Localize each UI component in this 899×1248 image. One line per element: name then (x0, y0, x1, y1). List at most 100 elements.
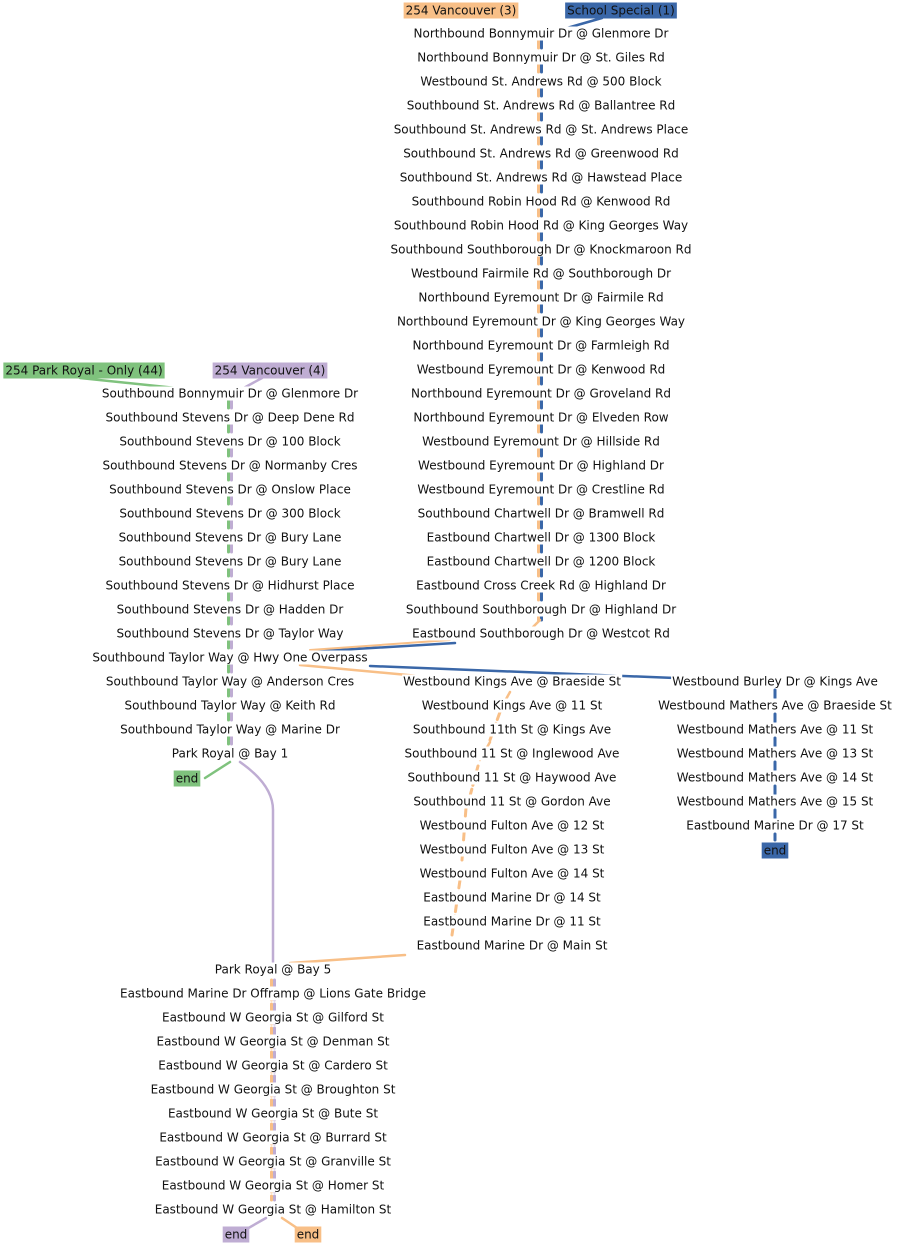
stop-label-bg (170, 746, 290, 761)
stop-label: Eastbound W Georgia St @ Broughton St (151, 1083, 396, 1097)
stop-label: Southbound Stevens Dr @ Onslow Place (109, 483, 351, 497)
stop-label: Southbound Stevens Dr @ Normanby Cres (102, 459, 357, 473)
stop-label-bg (118, 434, 342, 449)
stop-label-bg (422, 890, 603, 905)
stop-label-bg (410, 386, 672, 401)
stop-label: Eastbound W Georgia St @ Gilford St (162, 1011, 384, 1025)
stop-label: Eastbound Marine Dr @ 17 St (686, 819, 864, 833)
stop-label: Eastbound W Georgia St @ Granville St (155, 1155, 391, 1169)
stop-label: Southbound St. Andrews Rd @ Hawstead Pla… (400, 171, 683, 185)
stop-label-bg (154, 1154, 393, 1169)
stop-label-bg (402, 146, 680, 161)
end-tag-vancouver4 (222, 1226, 250, 1243)
stop-label-bg (100, 386, 360, 401)
stop-label-bg (404, 602, 678, 617)
stop-label-bg (412, 794, 612, 809)
stop-label: Park Royal @ Bay 1 (172, 747, 288, 761)
stop-label: Westbound Mathers Ave @ 11 St (677, 723, 874, 737)
stop-label: Southbound St. Andrews Rd @ St. Andrews … (394, 123, 689, 137)
stop-label-bg (410, 194, 672, 209)
stop-label: Eastbound Marine Dr Offramp @ Lions Gate… (120, 987, 426, 1001)
stop-label-bg (155, 1034, 391, 1049)
stop-label-bg (419, 74, 663, 89)
stop-label-bg (389, 242, 693, 257)
stop-label: Southbound Taylor Way @ Anderson Cres (106, 675, 354, 689)
stop-label-bg (117, 530, 343, 545)
end-tag-school-special-label: end (764, 844, 787, 858)
stop-label-bg (675, 794, 875, 809)
end-tag-school-special (761, 842, 789, 859)
stop-label: Southbound 11th St @ Kings Ave (413, 723, 611, 737)
stop-label-bg (416, 506, 666, 521)
stop-label: Park Royal @ Bay 5 (215, 963, 331, 977)
stop-label-bg (657, 698, 894, 713)
stop-label: Southbound 11 St @ Gordon Ave (413, 795, 610, 809)
stop-label-bg (160, 1178, 386, 1193)
stop-label: Westbound Kings Ave @ 11 St (422, 699, 603, 713)
stop-label-bg (425, 530, 657, 545)
stop-label: Eastbound W Georgia St @ Bute St (168, 1107, 378, 1121)
stop-label-bg (395, 314, 687, 329)
stop-label-bg (671, 674, 879, 689)
stop-label-bg (415, 578, 667, 593)
stop-label: Eastbound W Georgia St @ Hamilton St (155, 1203, 392, 1217)
stop-label: Westbound Burley Dr @ Kings Ave (672, 675, 878, 689)
stop-label: Southbound Taylor Way @ Hwy One Overpass (92, 651, 367, 665)
route-tag-vancouver4 (212, 362, 328, 379)
stop-label-bg (119, 722, 341, 737)
stop-label: Westbound Fairmile Rd @ Southborough Dr (411, 267, 671, 281)
stop-label: Southbound Southborough Dr @ Highland Dr (406, 603, 676, 617)
stop-label: Southbound Stevens Dr @ Bury Lane (119, 555, 342, 569)
stop-label: Westbound Mathers Ave @ Braeside St (658, 699, 892, 713)
stop-label-bg (118, 506, 342, 521)
stop-label-bg (402, 674, 623, 689)
stop-label-bg (417, 290, 665, 305)
stop-label: Southbound Stevens Dr @ 300 Block (119, 507, 340, 521)
stop-label-bg (166, 1106, 380, 1121)
stop-label-bg (411, 626, 671, 641)
stop-label: Westbound Mathers Ave @ 14 St (677, 771, 874, 785)
vancouver4-to-bay5 (238, 760, 275, 964)
stop-label-bg (411, 338, 671, 353)
stop-label-bg (392, 218, 690, 233)
school-to-burley (368, 664, 677, 680)
stop-label: Westbound Eyremount Dr @ Crestline Rd (417, 483, 664, 497)
stop-label: Southbound Robin Hood Rd @ King Georges … (394, 219, 688, 233)
stop-label: Northbound Bonnymuir Dr @ Glenmore Dr (414, 27, 669, 41)
route-tags: 254 Vancouver (3)School Special (1)254 P… (3, 2, 789, 1243)
stop-label: Westbound St. Andrews Rd @ 500 Block (420, 75, 661, 89)
stop-label-bg (157, 1058, 390, 1073)
stop-label: Westbound Fulton Ave @ 13 St (420, 843, 605, 857)
stop-label: Northbound Eyremount Dr @ King Georges W… (397, 315, 685, 329)
stop-label: Eastbound W Georgia St @ Burrard St (159, 1131, 387, 1145)
route-tag-vancouver3 (403, 2, 519, 19)
stop-label: Southbound St. Andrews Rd @ Ballantree R… (407, 99, 676, 113)
parkroyal-end-connector (203, 760, 232, 780)
route-tag-vancouver3-label: 254 Vancouver (3) (406, 4, 517, 18)
stop-label-bg (117, 554, 343, 569)
stop-label: Northbound Bonnymuir Dr @ St. Giles Rd (417, 51, 665, 65)
stop-label-bg (416, 50, 666, 65)
vancouver3-cross-to-taylor (309, 639, 451, 651)
stop-label-bg (420, 698, 604, 713)
stop-label-bg (417, 458, 666, 473)
stop-label-bg (675, 722, 875, 737)
stop-label-bg (153, 1202, 393, 1217)
stop-label-bg (425, 554, 657, 569)
stop-label-bg (123, 698, 337, 713)
stop-label-bg (418, 866, 606, 881)
stop-label: Westbound Eyremount Dr @ Kenwood Rd (417, 363, 666, 377)
stop-label: Southbound Chartwell Dr @ Bramwell Rd (418, 507, 665, 521)
stop-label-bg (412, 410, 670, 425)
stop-label-bg (411, 722, 613, 737)
stop-label: Southbound Robin Hood Rd @ Kenwood Rd (412, 195, 671, 209)
route-tag-school-special-label: School Special (1) (567, 4, 675, 18)
stop-label: Eastbound Marine Dr @ 14 St (423, 891, 601, 905)
vancouver3-to-bay5 (288, 953, 407, 965)
stop-label: Eastbound W Georgia St @ Denman St (156, 1035, 389, 1049)
stop-label: Southbound St. Andrews Rd @ Greenwood Rd (403, 147, 679, 161)
stop-label: Eastbound Chartwell Dr @ 1200 Block (427, 555, 656, 569)
stop-label: Southbound Stevens Dr @ Hidhurst Place (106, 579, 355, 593)
stop-label: Westbound Kings Ave @ Braeside St (403, 675, 621, 689)
stop-label-bg (415, 938, 609, 953)
